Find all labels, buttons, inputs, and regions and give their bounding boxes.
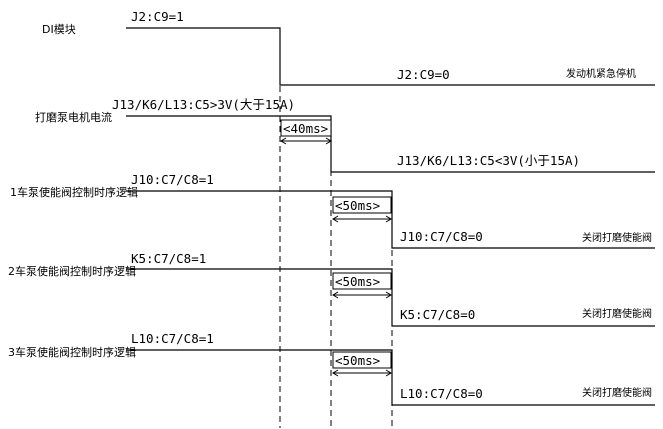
row-label-car1-valve: 1车泵使能阀控制时序逻辑 [10, 185, 138, 199]
row-label-car2-valve: 2车泵使能阀控制时序逻辑 [8, 264, 136, 278]
car1-waveform [126, 190, 655, 249]
car1-high-text: J10:C7/C8=1 [131, 172, 214, 187]
di-low-text: J2:C9=0 [397, 67, 450, 82]
car1-low-text: J10:C7/C8=0 [400, 229, 483, 244]
row-label-pump-current: 打磨泵电机电流 [35, 110, 112, 124]
delay-box-50ms-car3 [332, 351, 392, 369]
delay-box-50ms-car2 [332, 272, 392, 290]
delay-label-50ms-car3: <50ms> [335, 353, 380, 368]
delay-label-40ms: <40ms> [283, 121, 328, 136]
row-label-car3-valve: 3车泵使能阀控制时序逻辑 [8, 345, 136, 359]
pump-low-text: J13/K6/L13:C5<3V(小于15A) [397, 153, 580, 168]
di-high-text: J2:C9=1 [131, 9, 184, 24]
car1-low-note: 关闭打磨使能阀 [582, 231, 652, 244]
car3-waveform [126, 349, 655, 406]
car3-low-text: L10:C7/C8=0 [400, 386, 483, 401]
car3-high-text: L10:C7/C8=1 [131, 331, 214, 346]
car2-high-text: K5:C7/C8=1 [131, 251, 206, 266]
delay-box-40ms [280, 119, 332, 137]
car2-waveform [126, 268, 655, 327]
car2-low-note: 关闭打磨使能阀 [582, 307, 652, 320]
delay-label-50ms-car2: <50ms> [335, 274, 380, 289]
di-waveform [126, 27, 655, 86]
pump-high-text: J13/K6/L13:C5>3V(大于15A) [112, 97, 295, 112]
delay-label-50ms-car1: <50ms> [335, 198, 380, 213]
di-low-note: 发动机紧急停机 [566, 67, 636, 80]
car2-low-text: K5:C7/C8=0 [400, 307, 475, 322]
row-label-di-module: DI模块 [42, 23, 76, 36]
delay-box-50ms-car1 [332, 196, 392, 214]
car3-low-note: 关闭打磨使能阀 [582, 386, 652, 399]
